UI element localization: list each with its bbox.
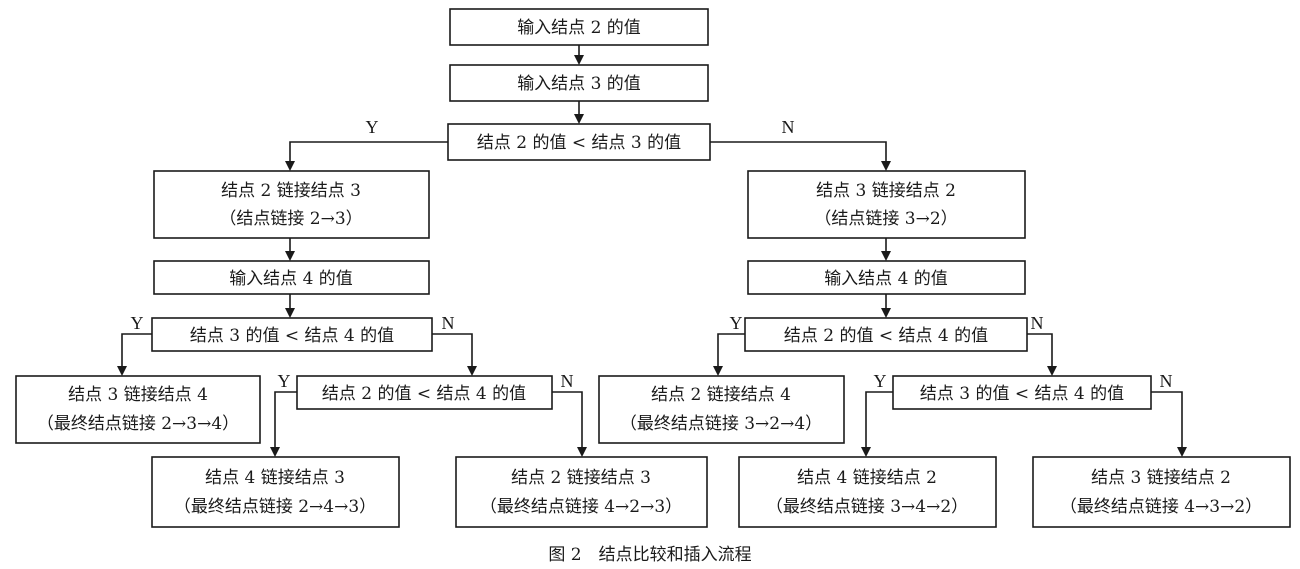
arrowhead xyxy=(574,55,584,65)
branch-yes-label: Y xyxy=(366,117,379,137)
label-input-node3: 输入结点 3 的值 xyxy=(517,74,641,94)
branch-no-label: N xyxy=(782,117,795,137)
box-compare-2-3 xyxy=(447,123,711,161)
label-final-3-4-2-line2: （最终结点链接 3→4→2） xyxy=(766,497,968,517)
branch-yes-label: Y xyxy=(730,313,743,333)
arrowhead xyxy=(270,447,280,457)
label-final-4-2-3-line2: （最终结点链接 4→2→3） xyxy=(480,497,682,517)
box-compare-2-4-left xyxy=(296,375,553,410)
arrowhead xyxy=(881,308,891,318)
arrowhead xyxy=(881,251,891,261)
label-link-3-2-line2: （结点链接 3→2） xyxy=(814,209,957,229)
branch-no-label: N xyxy=(1160,371,1173,391)
label-link-2-3-line2: （结点链接 2→3） xyxy=(219,209,362,229)
label-compare-2-3: 结点 2 的值 < 结点 3 的值 xyxy=(477,133,681,153)
connector-line xyxy=(432,333,473,370)
label-final-4-3-2-line2: （最终结点链接 4→3→2） xyxy=(1060,497,1262,517)
arrowhead xyxy=(574,114,584,124)
box-input-node2 xyxy=(449,8,709,46)
box-final-2-3-4 xyxy=(15,375,261,444)
label-final-4-3-2-line1: 结点 3 链接结点 2 xyxy=(1091,468,1231,488)
label-compare-3-4-left: 结点 3 的值 < 结点 4 的值 xyxy=(190,326,394,346)
box-link-3-2 xyxy=(747,170,1026,239)
box-final-4-3-2 xyxy=(1032,456,1291,528)
connector-line xyxy=(1151,391,1183,451)
label-final-3-2-4-line2: （最终结点链接 3→2→4） xyxy=(620,414,822,434)
branch-yes-label: Y xyxy=(874,371,887,391)
connector-line xyxy=(717,333,745,370)
branch-yes-label: Y xyxy=(278,371,291,391)
label-input-node4-left: 输入结点 4 的值 xyxy=(229,269,353,289)
branch-no-label: N xyxy=(1031,313,1044,333)
branch-yes-label: Y xyxy=(131,313,144,333)
connector-line xyxy=(121,333,152,370)
box-compare-2-4-right xyxy=(744,317,1028,352)
label-input-node4-right: 输入结点 4 的值 xyxy=(824,269,948,289)
arrowhead xyxy=(285,251,295,261)
label-compare-3-4-right: 结点 3 的值 < 结点 4 的值 xyxy=(920,384,1124,404)
label-final-2-4-3-line2: （最终结点链接 2→4→3） xyxy=(174,497,376,517)
label-compare-2-4-right: 结点 2 的值 < 结点 4 的值 xyxy=(784,326,988,346)
label-link-3-2-line1: 结点 3 链接结点 2 xyxy=(816,181,956,201)
figure-caption: 图 2 结点比较和插入流程 xyxy=(548,545,751,565)
arrowhead xyxy=(861,447,871,457)
branch-no-label: N xyxy=(561,371,574,391)
arrowhead xyxy=(713,366,723,376)
arrowhead xyxy=(881,161,891,171)
box-final-3-4-2 xyxy=(738,456,997,528)
arrowhead xyxy=(285,161,295,171)
arrowhead xyxy=(577,447,587,457)
label-final-3-2-4-line1: 结点 2 链接结点 4 xyxy=(651,385,791,405)
box-compare-3-4-right xyxy=(892,375,1152,410)
branch-no-label: N xyxy=(442,313,455,333)
box-final-2-4-3 xyxy=(151,456,400,528)
connector-lines xyxy=(117,45,1187,457)
label-final-2-3-4-line1: 结点 3 链接结点 4 xyxy=(68,385,208,405)
box-input-node4-left xyxy=(153,260,430,295)
box-final-4-2-3 xyxy=(455,456,708,528)
arrowhead xyxy=(117,366,127,376)
connector-line xyxy=(865,391,893,451)
label-input-node2: 输入结点 2 的值 xyxy=(517,18,641,38)
label-compare-2-4-left: 结点 2 的值 < 结点 4 的值 xyxy=(322,384,526,404)
arrowhead xyxy=(1047,366,1057,376)
box-link-2-3 xyxy=(153,170,430,239)
label-final-4-2-3-line1: 结点 2 链接结点 3 xyxy=(511,468,651,488)
label-link-2-3-line1: 结点 2 链接结点 3 xyxy=(221,181,361,201)
arrowhead xyxy=(1177,447,1187,457)
box-input-node3 xyxy=(449,64,709,102)
label-final-3-4-2-line1: 结点 4 链接结点 2 xyxy=(797,468,937,488)
label-final-2-4-3-line1: 结点 4 链接结点 3 xyxy=(205,468,345,488)
box-input-node4-right xyxy=(747,260,1026,295)
connector-line xyxy=(710,141,887,165)
connector-line xyxy=(552,391,583,451)
box-final-3-2-4 xyxy=(598,375,845,444)
arrowhead xyxy=(285,308,295,318)
label-final-2-3-4-line2: （最终结点链接 2→3→4） xyxy=(37,414,239,434)
connector-line xyxy=(274,391,297,451)
connector-line xyxy=(1027,333,1053,370)
arrowhead xyxy=(467,366,477,376)
connector-line xyxy=(289,141,448,165)
box-compare-3-4-left xyxy=(151,317,433,352)
